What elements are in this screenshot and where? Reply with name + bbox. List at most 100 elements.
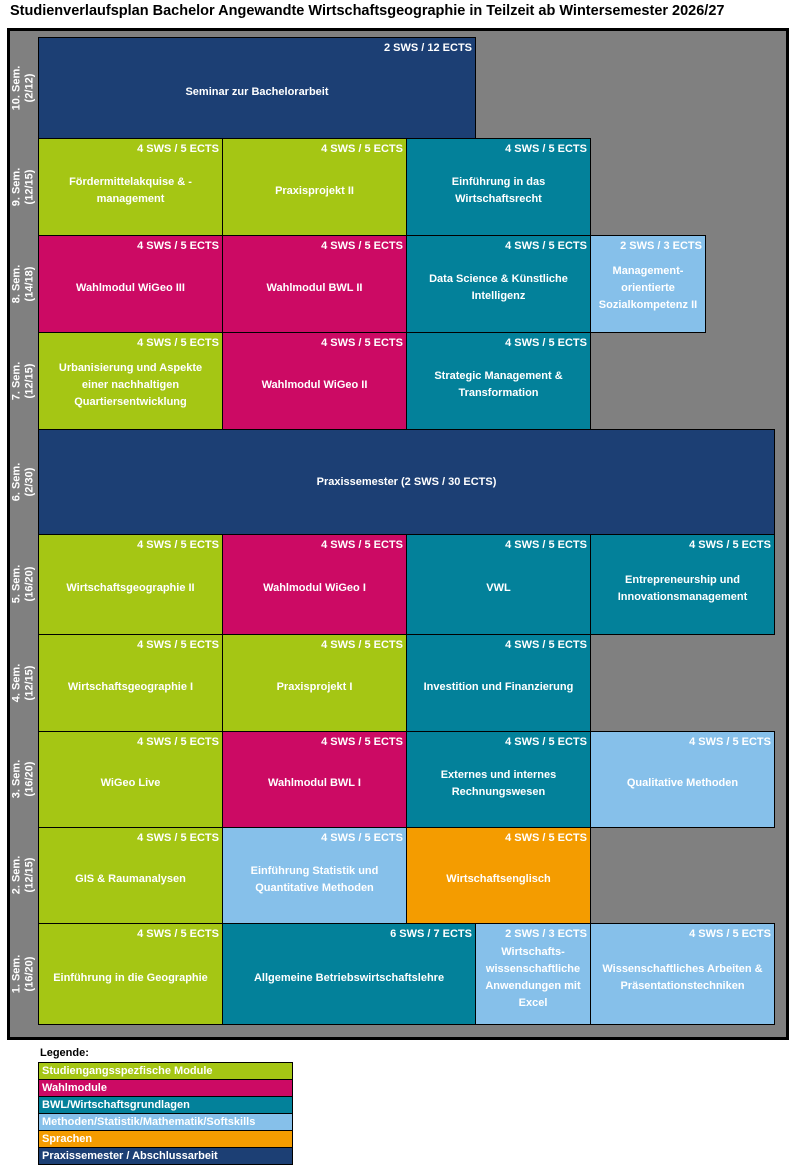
module-name: Wahlmodul BWL I <box>268 777 361 789</box>
module-sws-ects: 4 SWS / 5 ECTS <box>321 337 403 349</box>
module-cell: 4 SWS / 5 ECTS Wirtschaftsgeographie II <box>38 534 223 635</box>
module-sws-ects: 4 SWS / 5 ECTS <box>321 832 403 844</box>
semester-label: 1. Sem.(16/20) <box>8 923 38 1024</box>
module-cell: 4 SWS / 5 ECTS Einführung Statistik und Q… <box>222 827 407 924</box>
semester-label: 7. Sem.(12/15) <box>8 332 38 429</box>
module-cell: Praxissemester (2 SWS / 30 ECTS) <box>38 429 775 535</box>
semester-sws-ects: (12/15) <box>23 169 35 204</box>
semester-sws-ects: (14/18) <box>23 266 35 301</box>
module-sws-ects: 4 SWS / 5 ECTS <box>505 736 587 748</box>
module-sws-ects: 4 SWS / 5 ECTS <box>321 736 403 748</box>
module-sws-ects: 4 SWS / 5 ECTS <box>505 639 587 651</box>
semester-number: 3. Sem. <box>10 759 22 799</box>
module-cell: 4 SWS / 5 ECTS Wahlmodul BWL II <box>222 235 407 333</box>
module-name: Praxisprojekt II <box>275 184 354 197</box>
module-name: Einführung Statistik und Quantitative Me… <box>250 864 379 894</box>
legend-title: Legende: <box>40 1047 89 1059</box>
module-sws-ects: 4 SWS / 5 ECTS <box>137 240 219 252</box>
module-cell: 4 SWS / 5 ECTS WiGeo Live <box>38 731 223 828</box>
semester-label: 9. Sem.(12/15) <box>8 138 38 235</box>
module-sws-ects: 4 SWS / 5 ECTS <box>321 539 403 551</box>
module-sws-ects: 4 SWS / 5 ECTS <box>137 337 219 349</box>
module-sws-ects: 2 SWS / 3 ECTS <box>505 928 587 940</box>
module-sws-ects: 4 SWS / 5 ECTS <box>505 832 587 844</box>
module-cell: 4 SWS / 5 ECTS Praxisprojekt II <box>222 138 407 236</box>
semester-number: 5. Sem. <box>10 564 22 604</box>
semester-label: 6. Sem.(2/30) <box>8 429 38 534</box>
module-name: Fördermittelakquise & -management <box>69 176 192 205</box>
module-name: Externes und internes Rechnungswesen <box>440 768 557 798</box>
legend: Studiengangsspezfische Module Wahlmodule… <box>38 1062 293 1165</box>
module-sws-ects: 4 SWS / 5 ECTS <box>137 639 219 651</box>
module-sws-ects: 4 SWS / 5 ECTS <box>505 240 587 252</box>
semester-number: 9. Sem. <box>10 167 22 206</box>
module-cell: 4 SWS / 5 ECTS Wirtschaftsenglisch <box>406 827 591 924</box>
legend-item-wahlmodule: Wahlmodule <box>39 1080 292 1097</box>
module-sws-ects: 4 SWS / 5 ECTS <box>505 337 587 349</box>
semester-label: 3. Sem.(16/20) <box>8 731 38 827</box>
module-name: Wahlmodul WiGeo II <box>261 378 368 391</box>
module-cell: 4 SWS / 5 ECTS Wahlmodul WiGeo III <box>38 235 223 333</box>
semester-sws-ects: (12/15) <box>23 857 35 893</box>
module-cell: 4 SWS / 5 ECTS GIS & Raumanalysen <box>38 827 223 924</box>
module-sws-ects: 6 SWS / 7 ECTS <box>390 928 472 940</box>
semester-sws-ects: (16/20) <box>23 956 35 991</box>
module-sws-ects: 2 SWS / 12 ECTS <box>383 42 472 54</box>
semester-sws-ects: (12/15) <box>23 363 35 398</box>
semester-number: 1. Sem. <box>10 954 22 993</box>
module-sws-ects: 4 SWS / 5 ECTS <box>137 736 219 748</box>
module-name: Einführung in die Geographie <box>53 971 208 984</box>
module-name: Wirtschaftsenglisch <box>446 873 551 885</box>
module-sws-ects: 4 SWS / 5 ECTS <box>137 539 219 551</box>
module-sws-ects: 4 SWS / 5 ECTS <box>321 143 403 155</box>
module-sws-ects: 4 SWS / 5 ECTS <box>321 240 403 252</box>
module-name: Allgemeine Betriebswirtschaftslehre <box>253 971 445 984</box>
semester-number: 10. Sem. <box>10 65 23 110</box>
legend-item-sprachen: Sprachen <box>39 1131 292 1148</box>
module-name: WiGeo Live <box>100 777 161 789</box>
module-cell: 6 SWS / 7 ECTS Allgemeine Betriebswirtsch… <box>222 923 476 1025</box>
semester-number: 7. Sem. <box>10 361 22 400</box>
semester-label: 4. Sem.(12/15) <box>8 634 38 731</box>
module-name: Praxisprojekt I <box>276 680 353 693</box>
module-name: Wissenschaftliches Arbeiten & Präsentati… <box>602 963 763 992</box>
semester-number: 2. Sem. <box>10 855 22 895</box>
module-name: Data Science & Künstliche Intelligenz <box>429 273 568 302</box>
module-sws-ects: 4 SWS / 5 ECTS <box>321 639 403 651</box>
semester-label: 5. Sem.(16/20) <box>8 534 38 634</box>
module-name: Wahlmodul BWL II <box>266 281 363 294</box>
module-cell: 4 SWS / 5 ECTS Wahlmodul WiGeo II <box>222 332 407 430</box>
module-name: Wirtschafts-wissenschaftliche Anwendunge… <box>485 946 581 1009</box>
module-name: GIS & Raumanalysen <box>75 873 186 885</box>
module-name: Wirtschaftsgeographie II <box>66 582 195 594</box>
module-name: VWL <box>486 582 511 594</box>
module-cell: 4 SWS / 5 ECTS Einführung in die Geograph… <box>38 923 223 1025</box>
semester-label: 8. Sem.(14/18) <box>8 235 38 332</box>
page-title: Studienverlaufsplan Bachelor Angewandte … <box>10 3 725 19</box>
module-cell: 4 SWS / 5 ECTS Urbanisierung und Aspekte … <box>38 332 223 430</box>
module-name: Qualitative Methoden <box>626 777 739 789</box>
semester-sws-ects: (2/12) <box>23 73 36 102</box>
module-sws-ects: 2 SWS / 3 ECTS <box>620 240 702 252</box>
module-name: Einführung in das Wirtschaftsrecht <box>451 176 546 205</box>
module-cell: 4 SWS / 5 ECTS Data Science & Künstliche … <box>406 235 591 333</box>
module-sws-ects: 4 SWS / 5 ECTS <box>137 832 219 844</box>
module-name: Entrepreneurship und Innovationsmanageme… <box>617 573 748 603</box>
module-name: Praxissemester (2 SWS / 30 ECTS) <box>316 475 497 488</box>
module-name: Wahlmodul WiGeo III <box>76 281 185 294</box>
legend-item-praxis: Praxissemester / Abschlussarbeit <box>39 1148 292 1164</box>
module-cell: 4 SWS / 5 ECTS Praxisprojekt I <box>222 634 407 732</box>
module-cell: 2 SWS / 3 ECTS Wirtschafts-wissenschaftli… <box>475 923 591 1025</box>
semester-label: 10. Sem.(2/12) <box>8 37 38 138</box>
module-name: Wirtschaftsgeographie I <box>67 680 194 693</box>
module-name: Urbanisierung und Aspekte einer nachhalt… <box>58 361 203 408</box>
module-sws-ects: 4 SWS / 5 ECTS <box>137 928 219 940</box>
